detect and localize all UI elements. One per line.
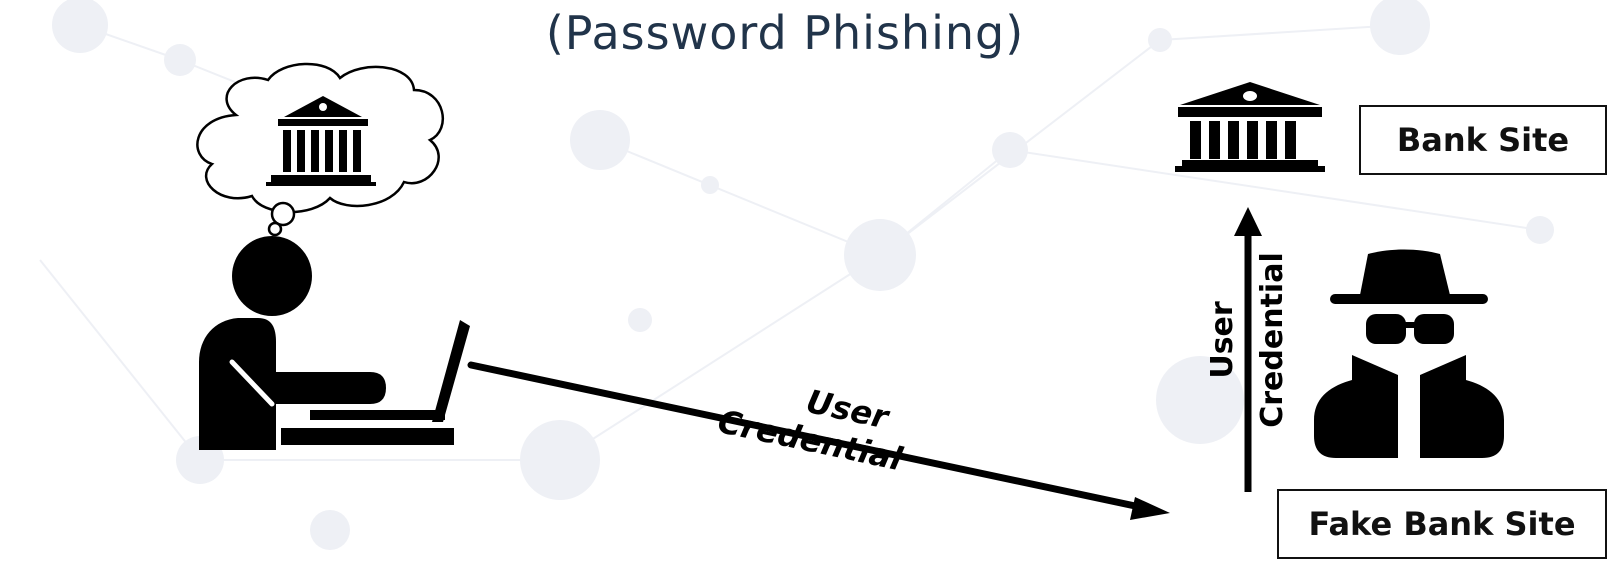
bank-icon: [1175, 82, 1325, 172]
thought-bubble-icon: [196, 62, 445, 237]
user-at-laptop-icon: [199, 236, 470, 450]
hacker-spy-icon: [1314, 249, 1504, 458]
fake-bank-site-label: Fake Bank Site: [1277, 489, 1607, 559]
credential-flow-arrow-to-fake-site: [467, 361, 1170, 520]
flow-label-user: User: [1205, 301, 1240, 379]
page-title: (Password Phishing): [545, 6, 1025, 60]
flow-label-credential: Credential: [1255, 252, 1290, 428]
bank-site-label: Bank Site: [1359, 105, 1607, 175]
bank-icon: [266, 96, 376, 186]
credential-flow-arrow-to-bank-site: [1234, 207, 1262, 492]
